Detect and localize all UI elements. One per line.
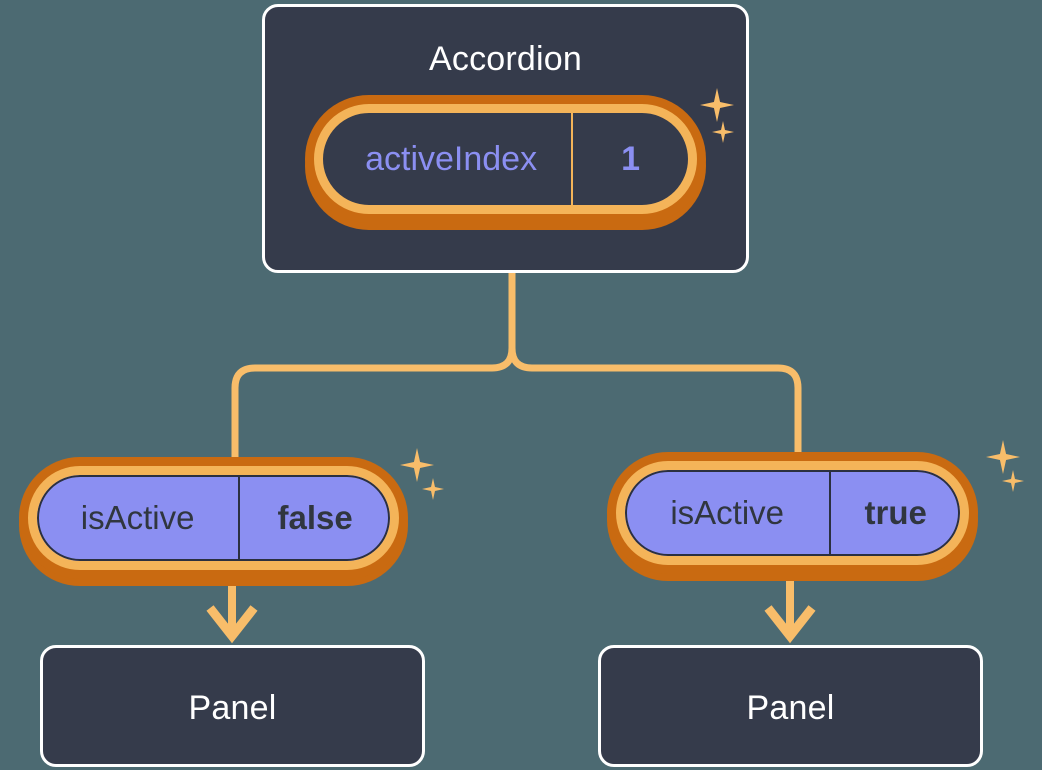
pill-body[interactable]: isActive true [616,461,969,565]
panel-component-card-right[interactable]: Panel [598,645,983,767]
prop-pill-key: isActive [80,499,195,536]
panel-title: Panel [746,689,835,727]
arrow-head-right [764,605,816,644]
arrow-head-left [206,605,258,644]
prop-pill-is-active-true[interactable]: isActive true [616,461,969,565]
wire-trunk-split-left [231,344,516,476]
prop-pill-value: true [829,470,960,556]
sparkle-small-icon [1002,470,1024,492]
sparkle-small-icon [422,478,444,500]
accordion-title: Accordion [429,40,582,78]
prop-pill-is-active-false[interactable]: isActive false [28,466,399,570]
wire-trunk-split [508,269,802,472]
state-pill-value: 1 [571,113,688,205]
pill-body[interactable]: isActive false [28,466,399,570]
state-pill-active-index[interactable]: activeIndex 1 [314,104,697,214]
panel-title: Panel [188,689,277,727]
prop-pill-key: isActive [670,494,785,531]
sparkle-large-icon [400,448,434,482]
state-pill-key: activeIndex [365,139,538,178]
prop-pill-value: false [238,475,390,561]
panel-component-card-left[interactable]: Panel [40,645,425,767]
pill-body[interactable]: activeIndex 1 [314,104,697,214]
sparkle-large-icon [986,440,1020,474]
